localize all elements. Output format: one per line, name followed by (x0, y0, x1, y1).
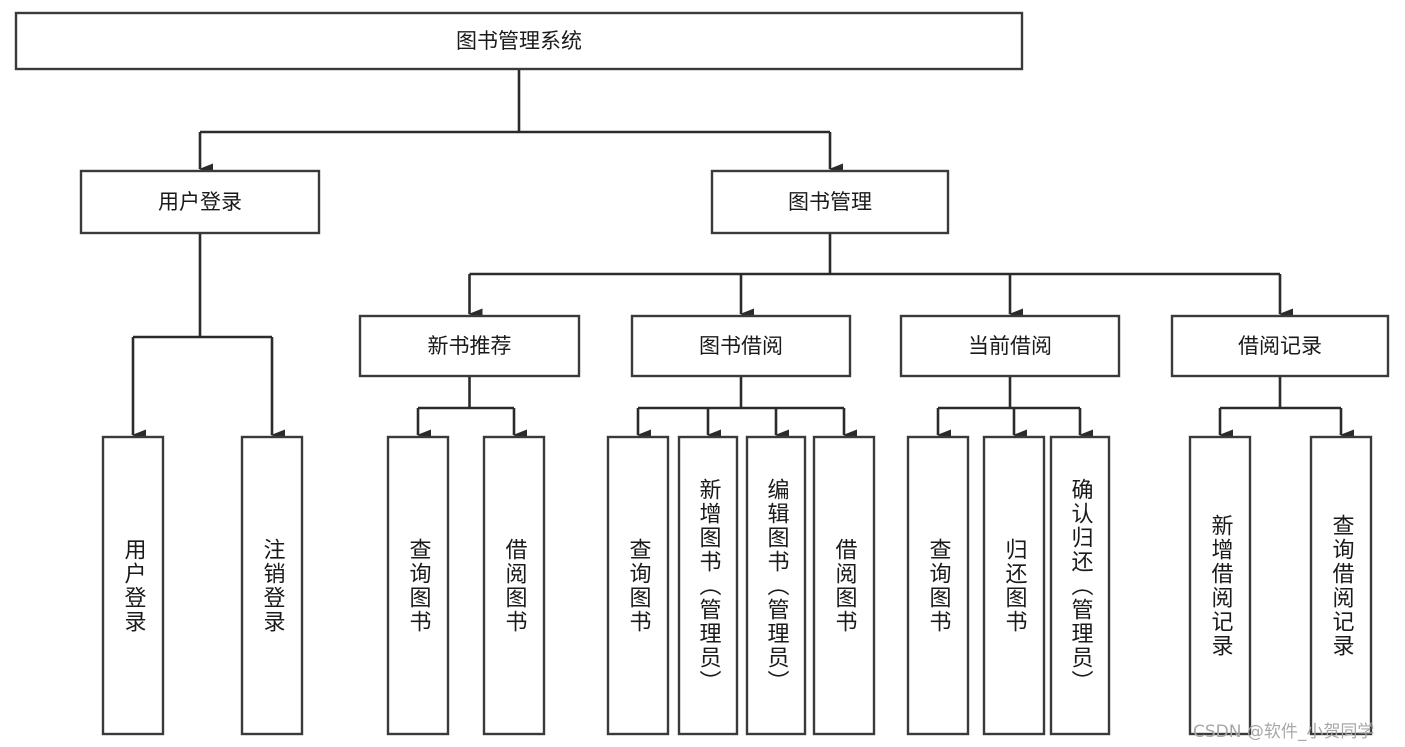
leaf-node-box-11[interactable] (1188, 435, 1252, 736)
level3-node-box-2[interactable] (899, 314, 1121, 378)
leaf-node-box-7[interactable] (812, 435, 876, 736)
leaf-node-box-12[interactable] (1309, 435, 1373, 736)
level3-node-box-1[interactable] (630, 314, 852, 378)
leaf-node-box-9[interactable] (982, 435, 1046, 736)
level3-node-label-0: 新书推荐 (428, 334, 512, 358)
level3-node-label-2: 当前借阅 (968, 334, 1052, 358)
leaf-node-box-3[interactable] (482, 435, 546, 736)
level2-node-box-1[interactable] (710, 169, 950, 235)
level3-node-box-3[interactable] (1170, 314, 1390, 378)
leaf-node-box-6[interactable] (745, 435, 807, 736)
box-layer (14, 11, 1390, 736)
level2-node-label-1: 图书管理 (788, 190, 872, 214)
leaf-node-box-10[interactable] (1049, 435, 1111, 736)
level3-node-box-0[interactable] (358, 314, 581, 378)
level3-node-label-3: 借阅记录 (1238, 334, 1322, 358)
leaf-node-box-2[interactable] (386, 435, 450, 736)
leaf-node-box-5[interactable] (677, 435, 739, 736)
level2-node-box-0[interactable] (79, 169, 321, 235)
root-node-box-0[interactable] (14, 11, 1024, 71)
csdn-watermark: CSDN @软件_小贺同学 (1193, 722, 1375, 742)
leaf-node-box-1[interactable] (240, 435, 304, 736)
level2-node-label-0: 用户登录 (158, 190, 242, 214)
leaf-node-box-8[interactable] (906, 435, 970, 736)
root-node-label-0: 图书管理系统 (456, 29, 582, 53)
connector-layer (131, 69, 1354, 441)
level3-node-label-1: 图书借阅 (699, 334, 783, 358)
leaf-node-box-4[interactable] (606, 435, 670, 736)
leaf-node-box-0[interactable] (101, 435, 165, 736)
